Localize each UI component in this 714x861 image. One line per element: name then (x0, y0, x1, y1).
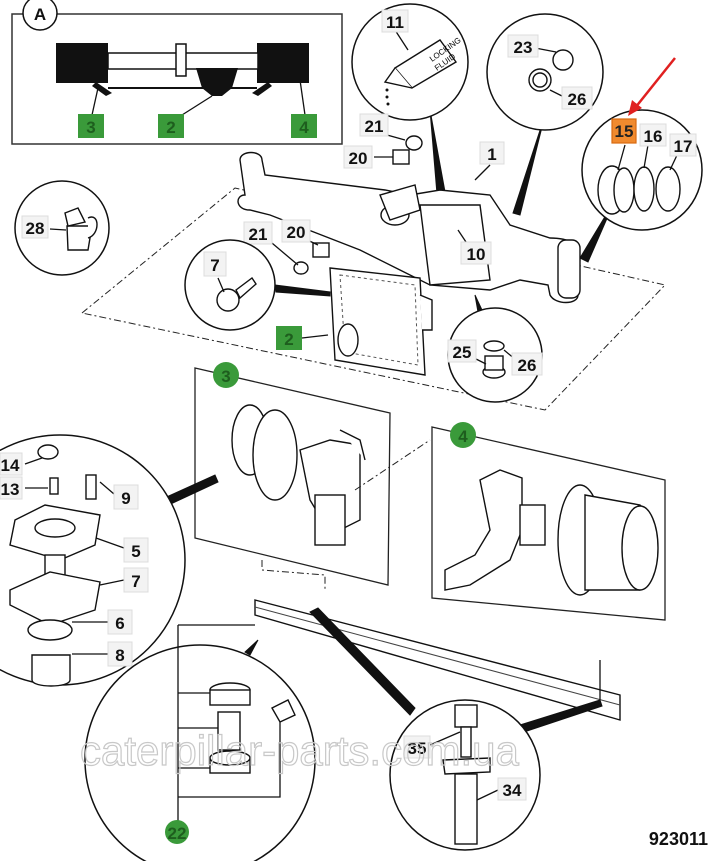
plug-icon (552, 49, 574, 71)
callout-6: 6 (115, 614, 124, 633)
hub-assembly-3: 3 (194, 362, 431, 590)
detail-kingpin: 14 13 9 5 7 6 8 (0, 434, 219, 687)
inset-callout-3: 3 (86, 118, 95, 137)
pin-icon (454, 773, 478, 845)
axle-housing: 1 10 (237, 141, 581, 304)
pin-plate-icon (442, 757, 491, 775)
detail-drain-plug: 23 26 (486, 13, 604, 216)
hex-bolt-icon (454, 704, 478, 728)
callout-13: 13 (1, 480, 20, 499)
callout-15-highlight (611, 118, 637, 144)
callout-23: 23 (514, 38, 533, 57)
callout-20-b: 20 (287, 223, 306, 242)
callout-10: 10 (467, 245, 486, 264)
bearing-8-icon (31, 654, 71, 687)
inset-left-hub (56, 43, 108, 83)
callout-9: 9 (121, 489, 130, 508)
diff-carrier-face (419, 204, 491, 286)
grease-nipple-icon (271, 699, 296, 723)
callout-2: 2 (284, 330, 293, 349)
shim-icon (9, 571, 101, 626)
callout-17: 17 (674, 137, 693, 156)
grease-cap-icon (37, 444, 59, 460)
figure-number: 923011 (649, 829, 708, 849)
inset-a-badge (22, 0, 58, 31)
watermark: caterpillar-parts.com.ua (80, 727, 519, 774)
hub-assembly-4: 4 (431, 422, 666, 621)
bush-20-icon (392, 149, 410, 165)
callout-22-bg (165, 820, 189, 844)
callout-22: 22 (168, 824, 187, 843)
callout-34: 34 (503, 781, 522, 800)
callout-8: 8 (115, 646, 124, 665)
detail-bearings: 15 16 17 (579, 57, 703, 263)
callout-20-a: 20 (349, 149, 368, 168)
detail-bolt: 7 (184, 239, 331, 331)
bolt-9-icon (85, 474, 97, 500)
callout-7-a: 7 (210, 256, 219, 275)
detail-mount-bushes: 22 (84, 624, 316, 861)
nipple-icon (49, 477, 59, 495)
callout-1: 1 (487, 145, 496, 164)
bush-20b-icon (312, 242, 330, 258)
callout-11: 11 (386, 13, 404, 32)
inset-callout-4: 4 (299, 118, 309, 137)
inset-a-panel: A 3 2 4 (11, 0, 343, 145)
callout-15: 15 (615, 122, 634, 141)
inset-callout-3-bg (78, 114, 104, 138)
bush-upper-icon (209, 689, 251, 706)
fluid-bottle-icon (393, 39, 458, 89)
inset-callout-2: 2 (166, 118, 175, 137)
swivel-housing-4-icon (444, 469, 523, 591)
sleeve-icon (217, 711, 241, 751)
callout-5: 5 (131, 542, 140, 561)
ring-icon (655, 166, 681, 212)
callout-25: 25 (453, 343, 472, 362)
callout-21-a: 21 (365, 117, 384, 136)
callout-28: 28 (26, 219, 45, 238)
inset-a-letter: A (34, 5, 46, 24)
callout-26-a: 26 (568, 90, 587, 109)
cross-beam (254, 599, 621, 721)
highlight-arrow (634, 57, 676, 109)
differential-assembly: 2 (276, 267, 433, 376)
detail-oil-can: 28 (14, 180, 110, 276)
hub-flange-icon (252, 409, 298, 501)
detail-pivot-pin: 35 34 (309, 607, 603, 851)
inset-callout-4-bg (291, 114, 317, 138)
oil-can-icon (66, 225, 93, 251)
callout-4: 4 (458, 427, 468, 446)
seal-icon (633, 166, 655, 212)
callout-14: 14 (1, 456, 20, 475)
assembly-plane-top (80, 187, 666, 411)
highlight-arrowhead (628, 100, 642, 116)
callout-16: 16 (644, 127, 663, 146)
callout-35: 35 (408, 739, 427, 758)
detail-locking-fluid: LOCKING FLUID 11 (351, 3, 469, 231)
washer-26-icon (483, 340, 505, 352)
bearing-6-icon (27, 619, 73, 641)
callout-7-b: 7 (131, 572, 140, 591)
detail-filler-plug: 25 26 (447, 294, 543, 403)
callout-3-bg (213, 362, 239, 388)
callout-21-b: 21 (249, 225, 268, 244)
inset-callout-2-bg (158, 114, 184, 138)
inset-right-hub (257, 43, 309, 83)
callout-4-bg (450, 422, 476, 448)
bush-set-upper: 21 20 (343, 113, 423, 169)
callout-26-b: 26 (518, 356, 537, 375)
bush-set-lower: 21 20 (243, 219, 330, 275)
bolt-head-icon (216, 288, 240, 312)
callout-3: 3 (221, 367, 230, 386)
washer-21-icon (405, 135, 423, 151)
